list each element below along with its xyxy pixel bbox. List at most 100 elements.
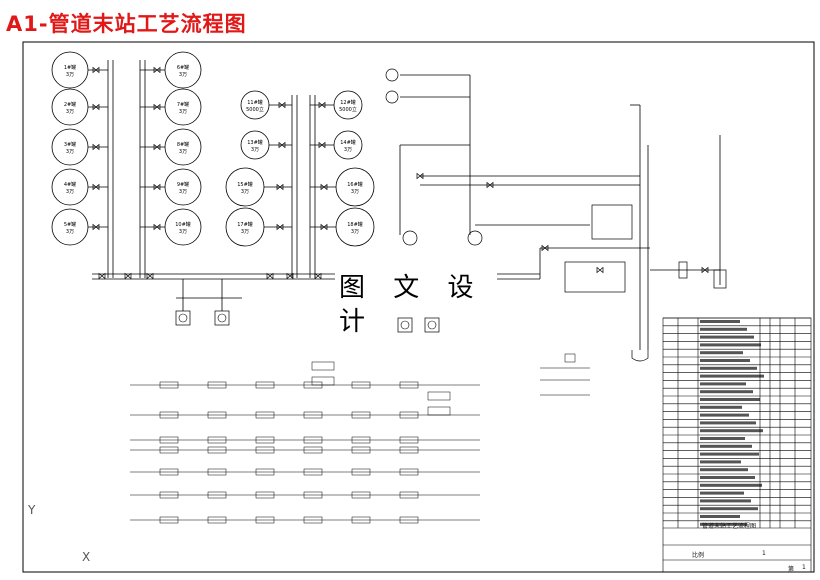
valve-symbol bbox=[153, 66, 161, 74]
tank-mid-4-capacity: 3万 bbox=[179, 189, 187, 195]
table-row-text bbox=[700, 468, 748, 472]
legend-node bbox=[159, 436, 179, 444]
title-block-name: 管道末站工艺流程图 bbox=[702, 523, 757, 530]
tank-mid-5-label: 10#罐 bbox=[175, 221, 191, 228]
table-row-text bbox=[700, 343, 761, 347]
tank-small-4-label: 14#罐 bbox=[340, 139, 356, 146]
legend-node bbox=[159, 516, 179, 524]
legend-node bbox=[303, 446, 323, 454]
legend-node bbox=[159, 446, 179, 454]
tank-mid-2-label: 7#罐 bbox=[177, 101, 189, 108]
valve-symbol bbox=[286, 272, 294, 280]
tank-large-3-capacity: 3万 bbox=[241, 229, 249, 235]
tank-left-3-capacity: 3万 bbox=[66, 149, 74, 155]
tank-small-3-capacity: 3万 bbox=[251, 147, 259, 153]
tank-left-2-label: 2#罐 bbox=[64, 101, 76, 108]
pump-3 bbox=[397, 317, 413, 333]
tank-mid-1-capacity: 3万 bbox=[179, 72, 187, 78]
pump-2 bbox=[214, 310, 230, 326]
valve-symbol bbox=[320, 183, 328, 191]
table-row-text bbox=[700, 382, 746, 386]
legend-node bbox=[255, 436, 275, 444]
tank-large-4-capacity: 3万 bbox=[351, 229, 359, 235]
valve-symbol bbox=[701, 266, 709, 274]
valve-symbol bbox=[153, 103, 161, 111]
legend-node bbox=[207, 446, 227, 454]
table-row-text bbox=[700, 405, 742, 409]
valve-symbol bbox=[318, 101, 326, 109]
inlet-node-2 bbox=[385, 90, 399, 104]
table-row-text bbox=[700, 522, 747, 526]
legend-node bbox=[351, 381, 371, 389]
pump-right-2 bbox=[467, 230, 483, 246]
pump-right-1 bbox=[402, 230, 418, 246]
legend-node bbox=[399, 411, 419, 419]
legend-node bbox=[159, 411, 179, 419]
legend-node bbox=[159, 468, 179, 476]
tank-small-2-label: 12#罐 bbox=[340, 99, 356, 106]
valve-symbol bbox=[124, 272, 132, 280]
pump-impeller bbox=[178, 313, 188, 323]
valve-symbol bbox=[153, 223, 161, 231]
table-row-text bbox=[700, 437, 745, 440]
tank-large-2-capacity: 3万 bbox=[351, 189, 359, 195]
valve-symbol bbox=[314, 272, 322, 280]
legend-node bbox=[351, 446, 371, 454]
legend-node bbox=[255, 468, 275, 476]
legend-node bbox=[207, 411, 227, 419]
legend-box bbox=[427, 406, 451, 416]
tank-small-1-label: 11#罐 bbox=[247, 99, 263, 106]
tank-small-3-label: 13#罐 bbox=[247, 139, 263, 146]
tank-large-3-label: 17#罐 bbox=[237, 221, 253, 228]
legend-node bbox=[399, 381, 419, 389]
table-row-text bbox=[700, 476, 755, 479]
legend-node bbox=[159, 491, 179, 499]
table-row-text bbox=[700, 366, 757, 370]
valve-symbol bbox=[92, 66, 100, 74]
scale-value: 1 bbox=[762, 550, 766, 557]
valve-symbol bbox=[92, 103, 100, 111]
legend-node bbox=[399, 436, 419, 444]
valve-symbol bbox=[266, 272, 274, 280]
pump-4 bbox=[424, 317, 440, 333]
overlay-watermark-text: 图 文 设 计 bbox=[335, 271, 497, 337]
tank-large-2-label: 16#罐 bbox=[347, 181, 363, 188]
tank-mid-4-label: 9#罐 bbox=[177, 181, 189, 188]
legend-node bbox=[399, 516, 419, 524]
tank-left-5-label: 5#罐 bbox=[64, 221, 76, 228]
table-row-text bbox=[700, 483, 762, 487]
valve-symbol bbox=[92, 143, 100, 151]
scale-label: 比例 bbox=[692, 552, 705, 559]
legend-node bbox=[303, 516, 323, 524]
pump-impeller bbox=[400, 320, 410, 330]
valve-symbol bbox=[276, 223, 284, 231]
legend-node bbox=[351, 491, 371, 499]
valve-symbol bbox=[276, 183, 284, 191]
table-row-text bbox=[700, 398, 760, 401]
table-row-text bbox=[700, 429, 763, 433]
y-axis-marker: Y bbox=[28, 503, 36, 517]
heat-exchanger bbox=[591, 204, 633, 240]
tank-mid-3-capacity: 3万 bbox=[179, 149, 187, 155]
tank-large-4-label: 18#罐 bbox=[347, 221, 363, 228]
legend-node bbox=[207, 516, 227, 524]
valve-symbol bbox=[541, 244, 549, 252]
valve-symbol bbox=[486, 181, 494, 189]
valve-symbol bbox=[278, 141, 286, 149]
valve-symbol bbox=[98, 272, 106, 280]
x-axis-marker: X bbox=[82, 550, 91, 564]
legend-node bbox=[159, 381, 179, 389]
valve-symbol bbox=[596, 266, 604, 274]
valve-symbol bbox=[278, 101, 286, 109]
drawing-frame bbox=[22, 41, 815, 573]
legend-box bbox=[311, 376, 335, 386]
legend-node bbox=[351, 468, 371, 476]
legend-node bbox=[303, 491, 323, 499]
tank-small-4-capacity: 3万 bbox=[344, 147, 352, 153]
tank-small-1-capacity: 5000立 bbox=[246, 106, 264, 113]
legend-node bbox=[255, 516, 275, 524]
legend-node bbox=[207, 491, 227, 499]
legend-node bbox=[399, 468, 419, 476]
tank-left-1-label: 1#罐 bbox=[64, 64, 76, 71]
